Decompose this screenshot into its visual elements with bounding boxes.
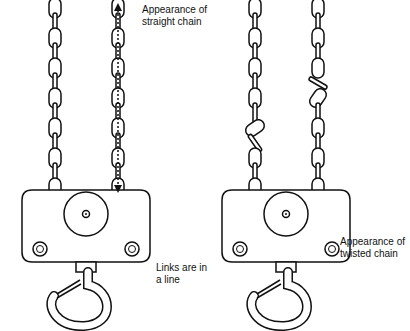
chain-link [312, 58, 324, 78]
chain-links [49, 0, 329, 198]
hoist-body-straight [22, 190, 150, 326]
hoist-body-twisted [222, 190, 350, 326]
caption-label: Links are in a line [156, 262, 208, 286]
caption-label: Appearance of straight chain [142, 4, 224, 28]
caption-label: Appearance of twisted chain [340, 236, 406, 260]
chain-link [308, 76, 327, 89]
dotted-arrow [114, 3, 122, 193]
chain-link [243, 117, 266, 138]
